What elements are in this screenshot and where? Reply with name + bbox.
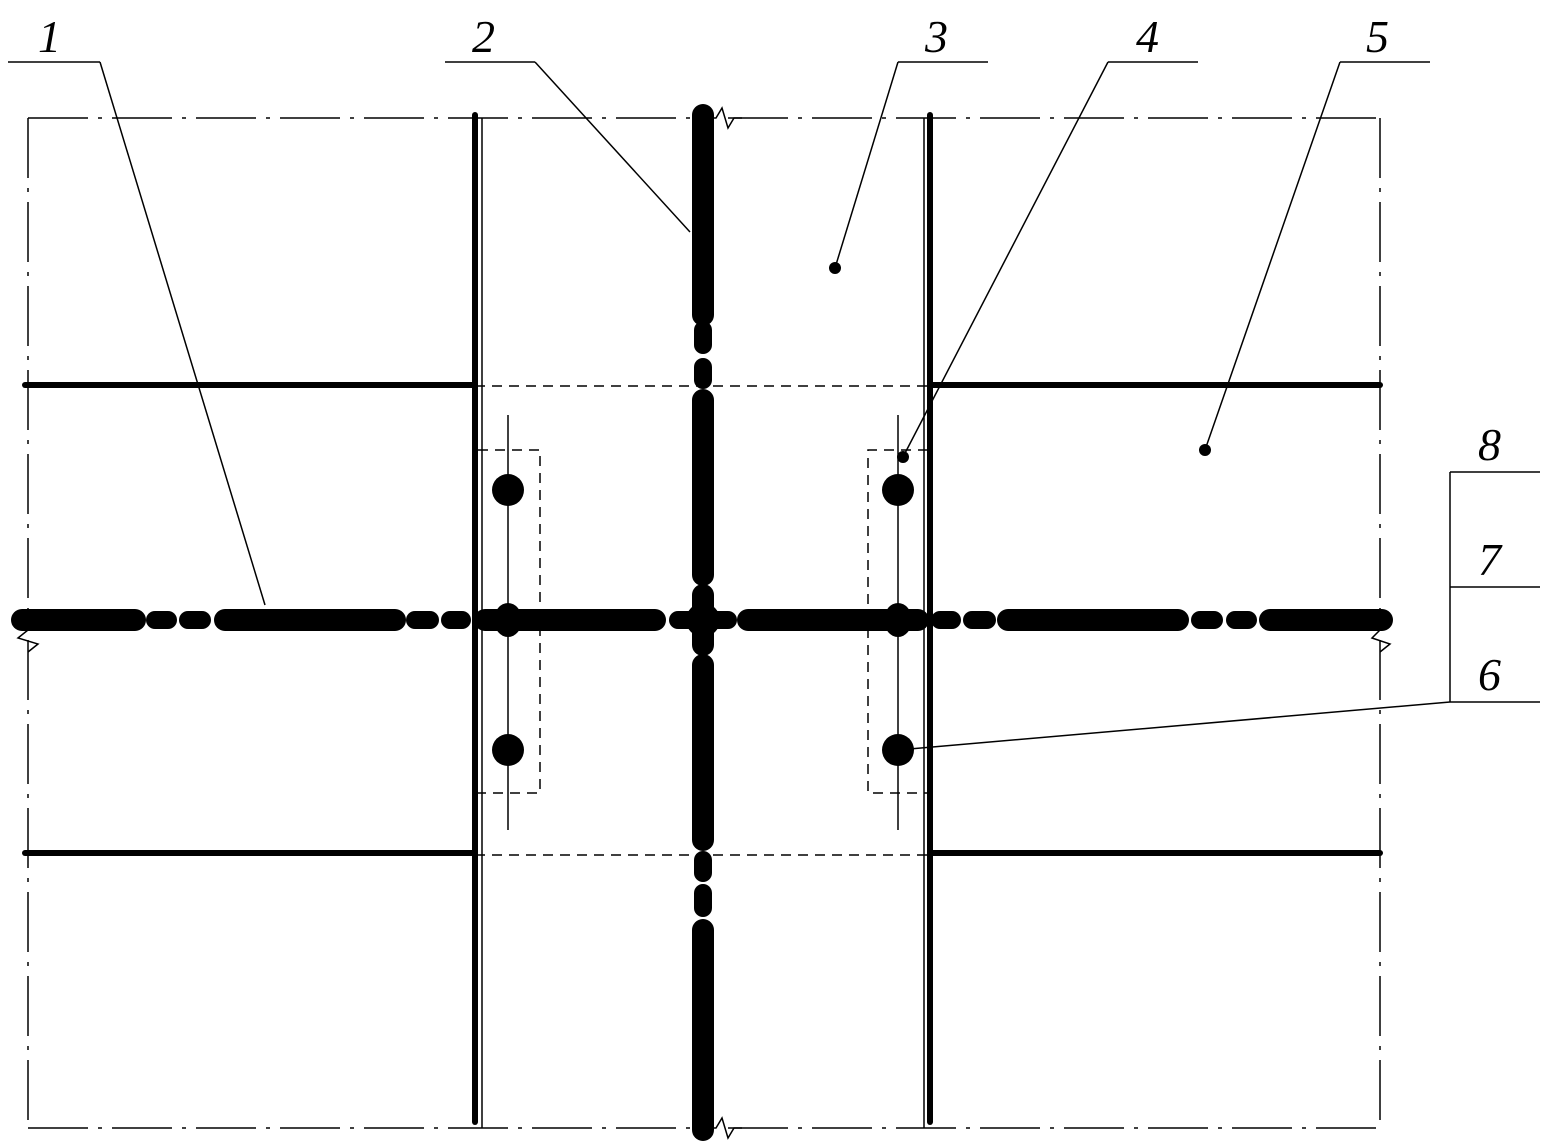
rebar-dot bbox=[492, 734, 524, 766]
section-dots bbox=[492, 262, 1211, 766]
callout-7: 7 bbox=[1478, 534, 1503, 585]
callout-8: 8 bbox=[1478, 419, 1501, 470]
main-welded-bars bbox=[11, 104, 1393, 1141]
callout-2: 2 bbox=[472, 11, 495, 62]
callout-1: 1 bbox=[38, 11, 61, 62]
outer-boundary bbox=[16, 106, 1392, 1140]
rebar-dot bbox=[492, 474, 524, 506]
callout-5: 5 bbox=[1366, 11, 1389, 62]
callout-labels: 1 2 3 4 5 8 7 6 bbox=[38, 11, 1503, 700]
callout-4: 4 bbox=[1136, 11, 1159, 62]
rebar-dot bbox=[882, 474, 914, 506]
leader-lines bbox=[8, 61, 1540, 751]
callout-6: 6 bbox=[1478, 649, 1501, 700]
callout-3: 3 bbox=[924, 11, 948, 62]
